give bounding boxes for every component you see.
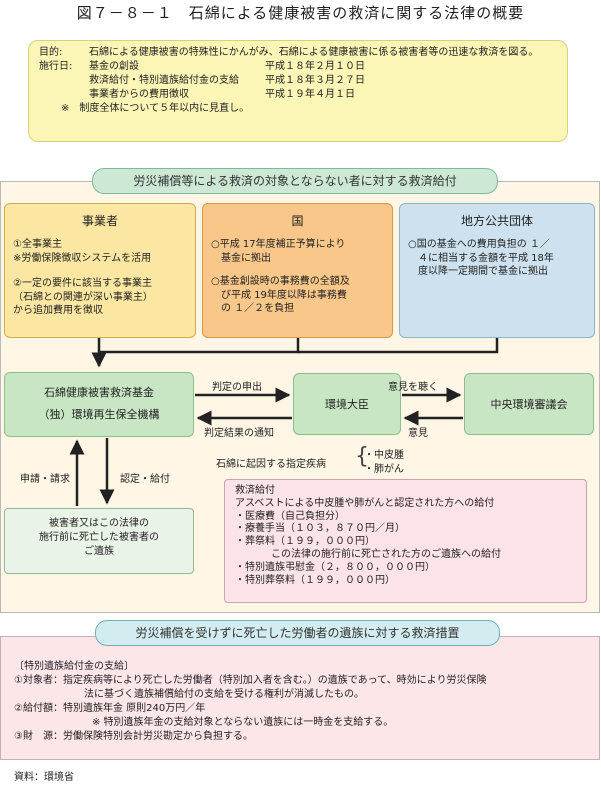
- source-note: 資料：環境省: [14, 772, 74, 783]
- enforcement-item-desc: 救済給付・特別遺族給付金の支給: [89, 75, 239, 86]
- funding-arrow-local: [298, 338, 499, 354]
- section2-line: ②給付額：特別遺族年金 原則240万円／年: [14, 703, 206, 714]
- victim-box: 被害者又はこの法律の 施行前に死亡した被害者の ご遺族: [4, 508, 194, 574]
- relief-section-title: 労災補償等による救済の対象とならない者に対する救済給付: [92, 168, 498, 194]
- designated-disease-label: 石綿に起因する指定疾病: [216, 459, 326, 470]
- victim-line: ご遺族: [84, 546, 114, 557]
- environment-minister-box: 環境大臣: [293, 373, 401, 435]
- national-govt-heading: 国: [291, 214, 304, 228]
- employer-heading: 事業者: [81, 214, 118, 228]
- brace-icon: {: [355, 444, 369, 469]
- benefit-item: ・特別遺族弔慰金（２，８００，０００円）: [235, 561, 435, 573]
- opinion-label: 意見: [408, 428, 428, 439]
- enforcement-item-desc: 事業者からの費用徴収: [89, 89, 189, 100]
- section2-line: ①対象者：指定疾病等により死亡した労働者（特別加入者を含む。）の遺族であって、時…: [14, 675, 487, 686]
- benefit-deceased-note: この法律の施行前に死亡された方のご遺族への給付: [271, 548, 501, 560]
- employer-body: ①全事業主 ※労働保険徴収システムを活用 ②一定の要件に該当する事業主 （石綿との関…: [5, 238, 195, 318]
- benefit-intro: アスベストによる中皮腫や肺がんと認定された方への給付: [235, 497, 495, 509]
- local-govt-box: 地方公共団体 ○国の基金への費用負担の １／ ４に相当する金額を平成 18年度以降…: [399, 203, 595, 338]
- review-note: ※ 制度全体について５年以内に見直し。: [61, 103, 250, 114]
- request-judgment-label: 判定の申出: [212, 382, 262, 393]
- purpose-box: 目的: 石綿による健康被害の特殊性にかんがみ、石綿による健康被害に係る被害者等の迅…: [28, 40, 568, 142]
- bereaved-section-body: 〔特別遺族給付金の支給〕 ①対象者：指定疾病等により死亡した労働者（特別加入者を…: [14, 660, 598, 744]
- enforcement-row: 救済給付・特別遺族給付金の支給 平成１８年３月２７日: [39, 74, 557, 88]
- benefit-item: ・医療費（自己負担分）: [235, 510, 345, 522]
- certification-label: 認定・給付: [120, 474, 170, 485]
- enforcement-item-desc: 基金の創設: [89, 61, 139, 72]
- environment-council-box: 中央環境審議会: [464, 373, 594, 435]
- local-govt-line: 度以降一定期間で基金に拠出: [418, 266, 548, 277]
- national-govt-line: ○平成 17年度補正予算により: [211, 239, 346, 250]
- agency-name: （独）環境再生保全機構: [38, 408, 160, 421]
- section2-line: 法に基づく遺族補償給付の支給を受ける権利が消滅したもの。: [84, 689, 364, 700]
- national-govt-line: 基金に拠出: [221, 252, 271, 264]
- victim-line: 施行前に死亡した被害者の: [39, 532, 159, 543]
- purpose-label: 目的:: [39, 47, 63, 58]
- bereaved-section-title: 労災補償を受けずに死亡した労働者の遺族に対する救済措置: [95, 620, 500, 646]
- purpose-row: 目的: 石綿による健康被害の特殊性にかんがみ、石綿による健康被害に係る被害者等の迅…: [39, 46, 557, 60]
- national-govt-body: ○平成 17年度補正予算により基金に拠出 ○基金創設時の事務費の全額及び平成 1…: [203, 238, 392, 316]
- employer-box: 事業者 ①全事業主 ※労働保険徴収システムを活用 ②一定の要件に該当する事業主 （石…: [4, 203, 196, 338]
- enforcement-row: 施行日: 基金の創設 平成１８年２月１０日: [39, 60, 557, 74]
- purpose-text: 石綿による健康被害の特殊性にかんがみ、石綿による健康被害に係る被害者等の迅速な救…: [89, 47, 539, 58]
- employer-line: ①全事業主: [13, 239, 62, 250]
- employer-line: ②一定の要件に該当する事業主: [13, 278, 152, 289]
- disease-lung-cancer: ・肺がん: [364, 464, 404, 475]
- application-label: 申請・請求: [20, 474, 70, 485]
- relief-benefit-box: 救済給付 アスベストによる中皮腫や肺がんと認定された方への給付 ・医療費（自己負…: [224, 479, 587, 603]
- local-govt-body: ○国の基金への費用負担の １／ ４に相当する金額を平成 18年度以降一定期間で基金…: [400, 238, 594, 279]
- victim-line: 被害者又はこの法律の: [49, 518, 149, 529]
- local-govt-line: ４に相当する金額を平成 18年: [418, 252, 554, 264]
- employer-line: ※労働保険徴収システムを活用: [13, 252, 152, 264]
- national-govt-box: 国 ○平成 17年度補正予算により基金に拠出 ○基金創設時の事務費の全額及び平成…: [202, 203, 393, 338]
- section2-line: ※ 特別遺族年金の支給対象とならない遺族には一時金を支給する。: [92, 717, 394, 728]
- relief-fund-name: 石綿健康被害救済基金: [44, 386, 154, 399]
- national-govt-line: の １／２を負担: [221, 303, 295, 314]
- relief-fund-box: 石綿健康被害救済基金 （独）環境再生保全機構: [4, 372, 194, 437]
- disease-mesothelioma: ・中皮腫: [364, 450, 404, 461]
- enforcement-row: 事業者からの費用徴収 平成１９年４月１日: [39, 88, 557, 102]
- special-benefit-heading: 〔特別遺族給付金の支給〕: [14, 661, 134, 672]
- section2-line: ③財 源：労働保険特別会計労災勘定から負担する。: [14, 731, 253, 742]
- employer-line: から追加費用を徴収: [13, 305, 103, 316]
- judgment-result-label: 判定結果の通知: [204, 428, 274, 439]
- employer-line: （石綿との関連が深い事業主）: [13, 291, 153, 303]
- benefit-item: ・療養手当（１０３，８７０円／月）: [235, 523, 405, 535]
- national-govt-line: ○基金創設時の事務費の全額及: [211, 276, 350, 287]
- enforcement-item-date: 平成１８年２月１０日: [265, 61, 365, 72]
- bereaved-section-frame: [0, 636, 600, 760]
- local-govt-line: ○国の基金への費用負担の １／: [408, 239, 550, 250]
- benefit-item: ・葬祭料（１９９，０００円）: [235, 536, 375, 548]
- national-govt-line: び平成 19年度以降は事務費: [221, 289, 347, 301]
- benefit-item: ・特別葬祭料（１９９，０００円）: [235, 574, 395, 586]
- local-govt-heading: 地方公共団体: [460, 214, 533, 228]
- enforcement-item-date: 平成１８年３月２７日: [265, 75, 365, 86]
- funding-arrow-national: [99, 338, 300, 354]
- page-title: 図７－８－１ 石綿による健康被害の救済に関する法律の概要: [76, 4, 525, 22]
- benefit-title: 救済給付: [235, 485, 275, 496]
- hear-opinion-label: 意見を聴く: [388, 382, 438, 393]
- enforcement-label: 施行日:: [39, 61, 73, 72]
- enforcement-item-date: 平成１９年４月１日: [265, 89, 355, 100]
